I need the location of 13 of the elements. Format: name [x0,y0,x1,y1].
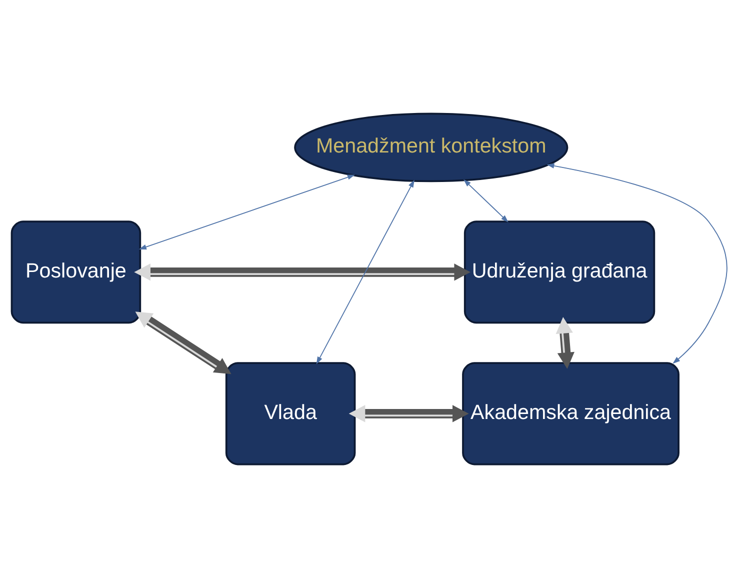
arrow [546,163,728,364]
arrow [348,405,469,422]
node-box: Poslovanje [10,220,142,324]
arrow [316,180,414,364]
node-box: Vlada [225,362,356,466]
arrow [138,174,355,250]
arrow [135,312,232,374]
arrow [464,179,508,222]
node-box: Udruženja građana [464,220,656,324]
arrow [134,264,471,281]
node-ellipse: Menadžment kontekstom [294,112,568,182]
arrow [556,317,574,369]
node-box: Akademska zajednica [462,362,680,466]
